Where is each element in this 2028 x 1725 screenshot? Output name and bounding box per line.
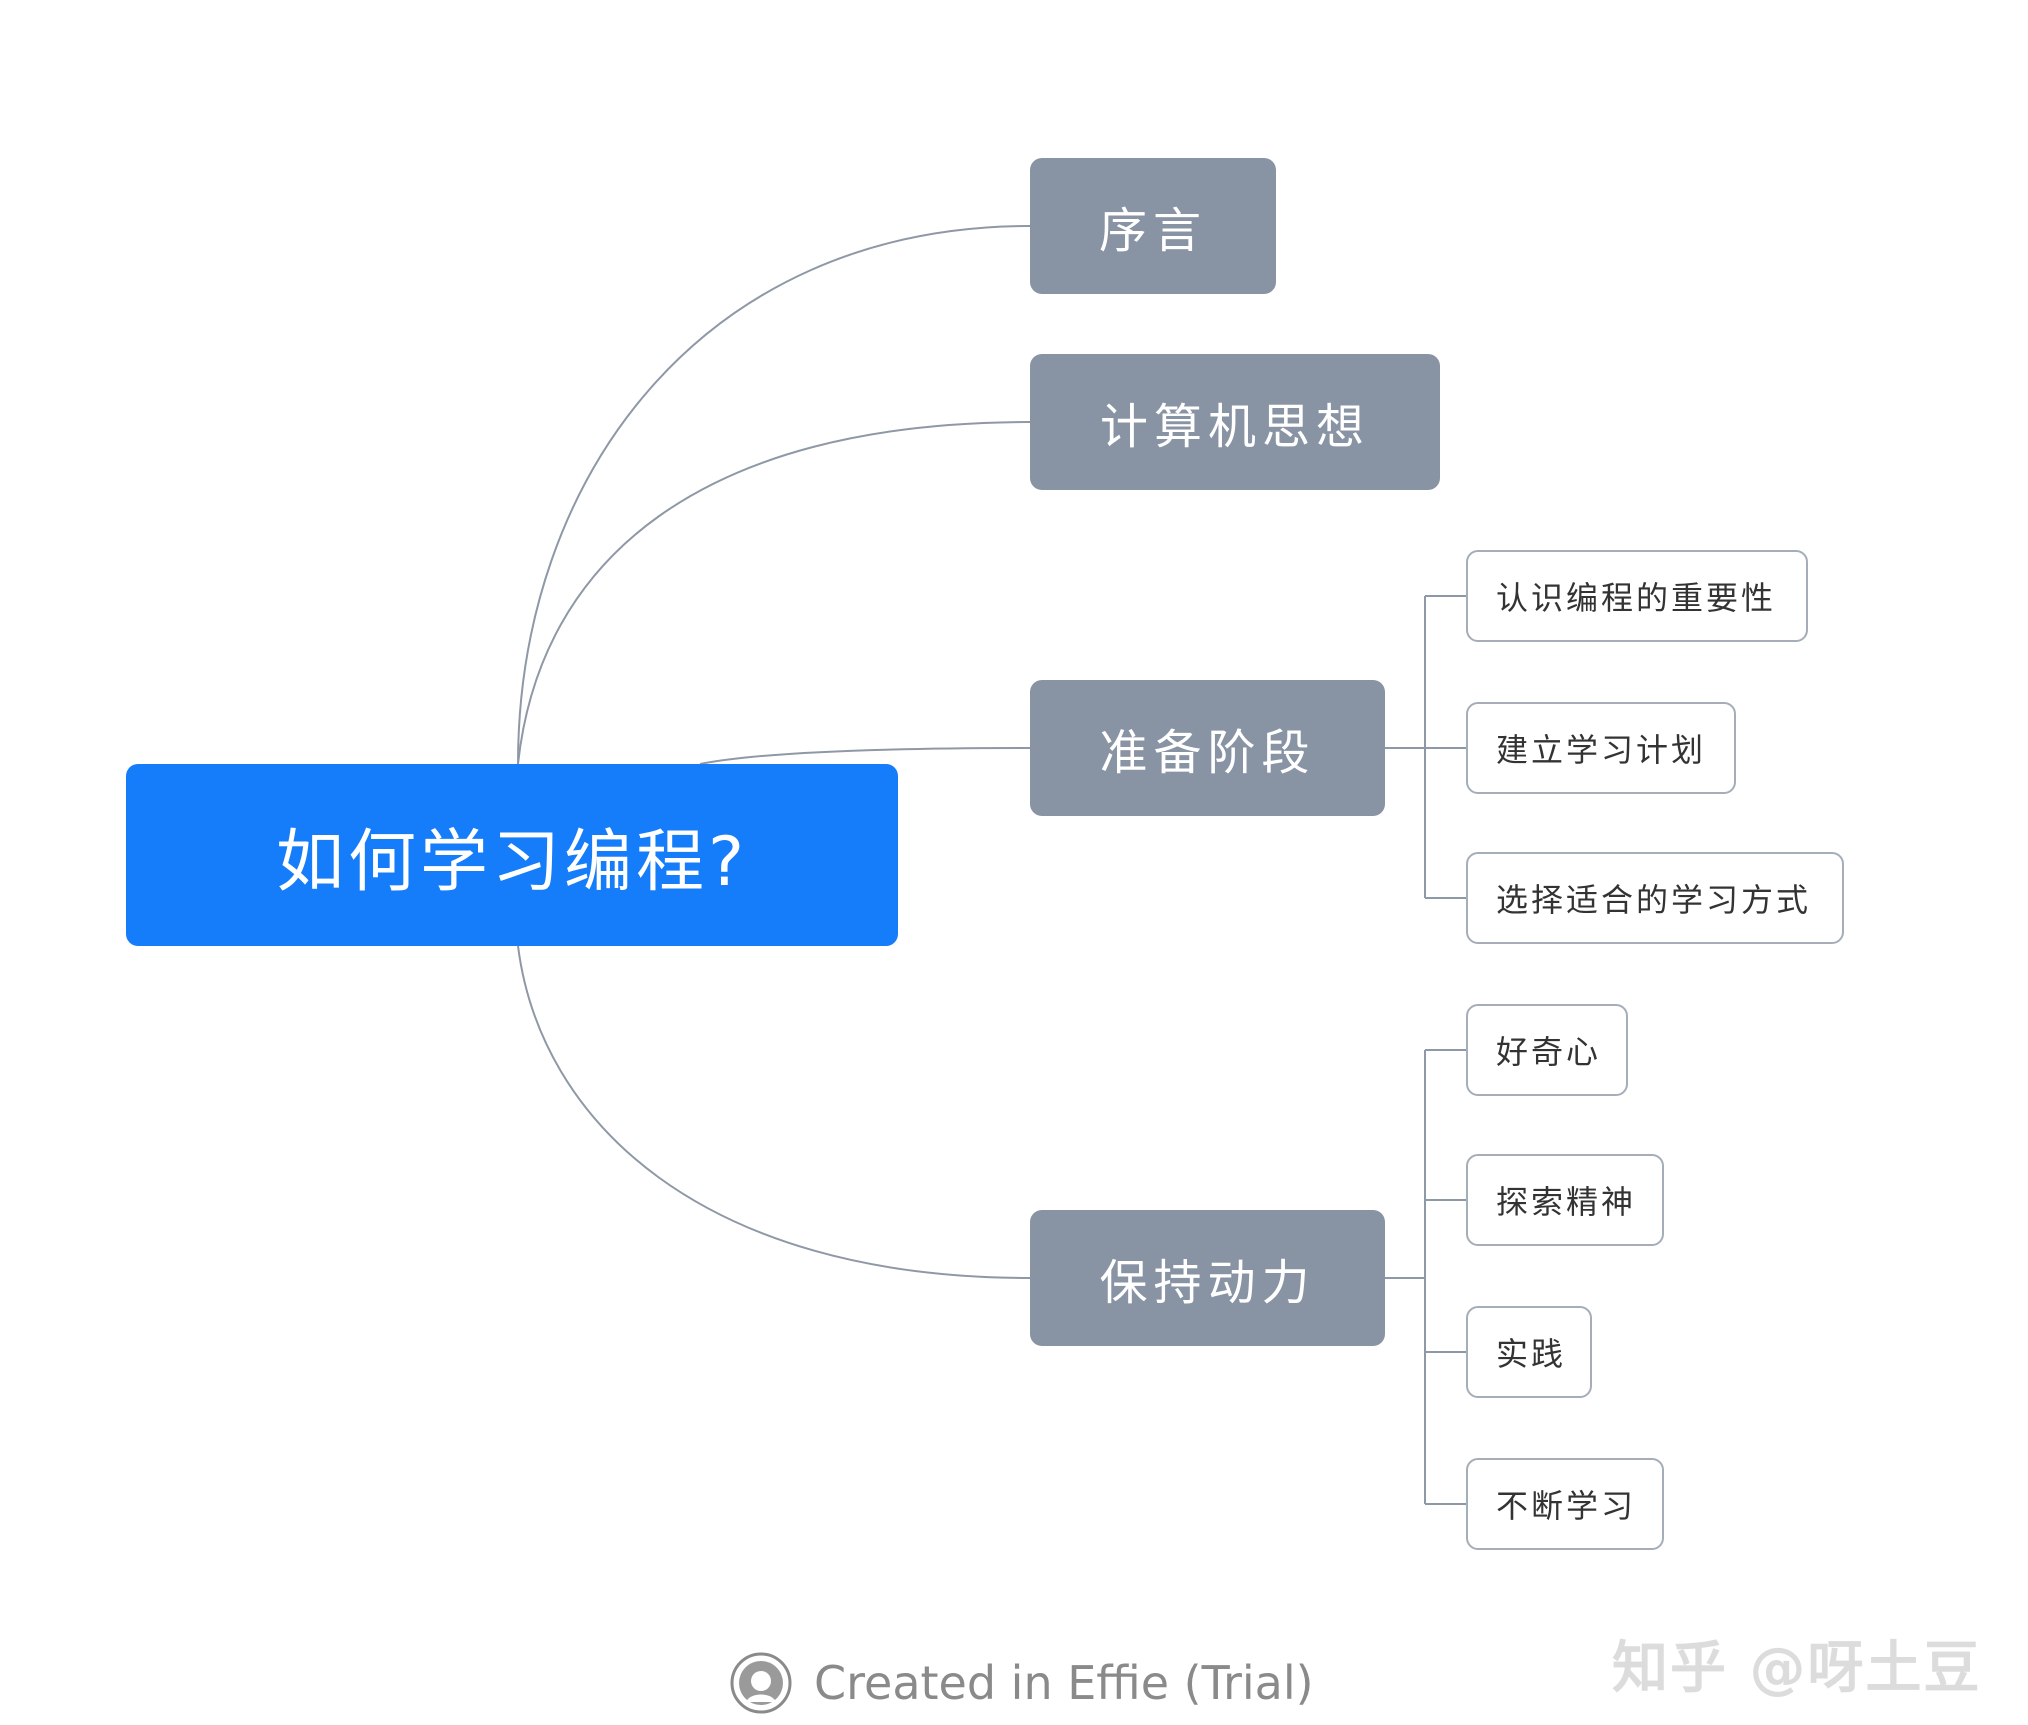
- branch-thinking-label: 计算机思想: [1099, 399, 1370, 455]
- effie-logo-icon: [730, 1652, 792, 1714]
- root-topic-label: 如何学习编程?: [275, 822, 749, 902]
- leaf-motivation-3[interactable]: 实践: [1466, 1306, 1592, 1398]
- branch-prep[interactable]: 准备阶段: [1030, 680, 1385, 816]
- leaf-motivation-1-label: 好奇心: [1496, 1033, 1602, 1071]
- leaf-prep-2[interactable]: 建立学习计划: [1466, 702, 1736, 794]
- branch-preface[interactable]: 序言: [1030, 158, 1276, 294]
- branch-prep-label: 准备阶段: [1099, 725, 1316, 781]
- connector-motivation-children: [1385, 1049, 1466, 1505]
- zhihu-watermark: 知乎 @呀土豆: [1612, 1628, 1982, 1701]
- branch-thinking[interactable]: 计算机思想: [1030, 354, 1440, 490]
- leaf-prep-3[interactable]: 选择适合的学习方式: [1466, 852, 1844, 944]
- leaf-prep-1-label: 认识编程的重要性: [1496, 579, 1777, 617]
- root-topic[interactable]: 如何学习编程?: [126, 764, 898, 946]
- leaf-motivation-1[interactable]: 好奇心: [1466, 1004, 1628, 1096]
- connector-prep-children: [1385, 595, 1466, 899]
- connector-root-preface: [517, 225, 1031, 765]
- connector-root-thinking: [517, 421, 1031, 765]
- leaf-prep-3-label: 选择适合的学习方式: [1496, 881, 1812, 919]
- leaf-motivation-4-label: 不断学习: [1496, 1487, 1637, 1525]
- effie-watermark: Created in Effie (Trial): [730, 1648, 1314, 1718]
- leaf-prep-2-label: 建立学习计划: [1496, 731, 1707, 769]
- branch-motivation-label: 保持动力: [1099, 1255, 1316, 1311]
- leaf-motivation-4[interactable]: 不断学习: [1466, 1458, 1664, 1550]
- leaf-motivation-2-label: 探索精神: [1496, 1183, 1637, 1221]
- connector-root-motivation: [517, 945, 1031, 1279]
- zhihu-watermark-text: 知乎 @呀土豆: [1612, 1635, 1982, 1701]
- leaf-motivation-3-label: 实践: [1496, 1335, 1567, 1373]
- leaf-motivation-2[interactable]: 探索精神: [1466, 1154, 1664, 1246]
- connector-root-prep: [699, 747, 1031, 765]
- effie-watermark-text: Created in Effie (Trial): [814, 1656, 1314, 1710]
- branch-motivation[interactable]: 保持动力: [1030, 1210, 1385, 1346]
- leaf-prep-1[interactable]: 认识编程的重要性: [1466, 550, 1808, 642]
- branch-preface-label: 序言: [1098, 203, 1207, 259]
